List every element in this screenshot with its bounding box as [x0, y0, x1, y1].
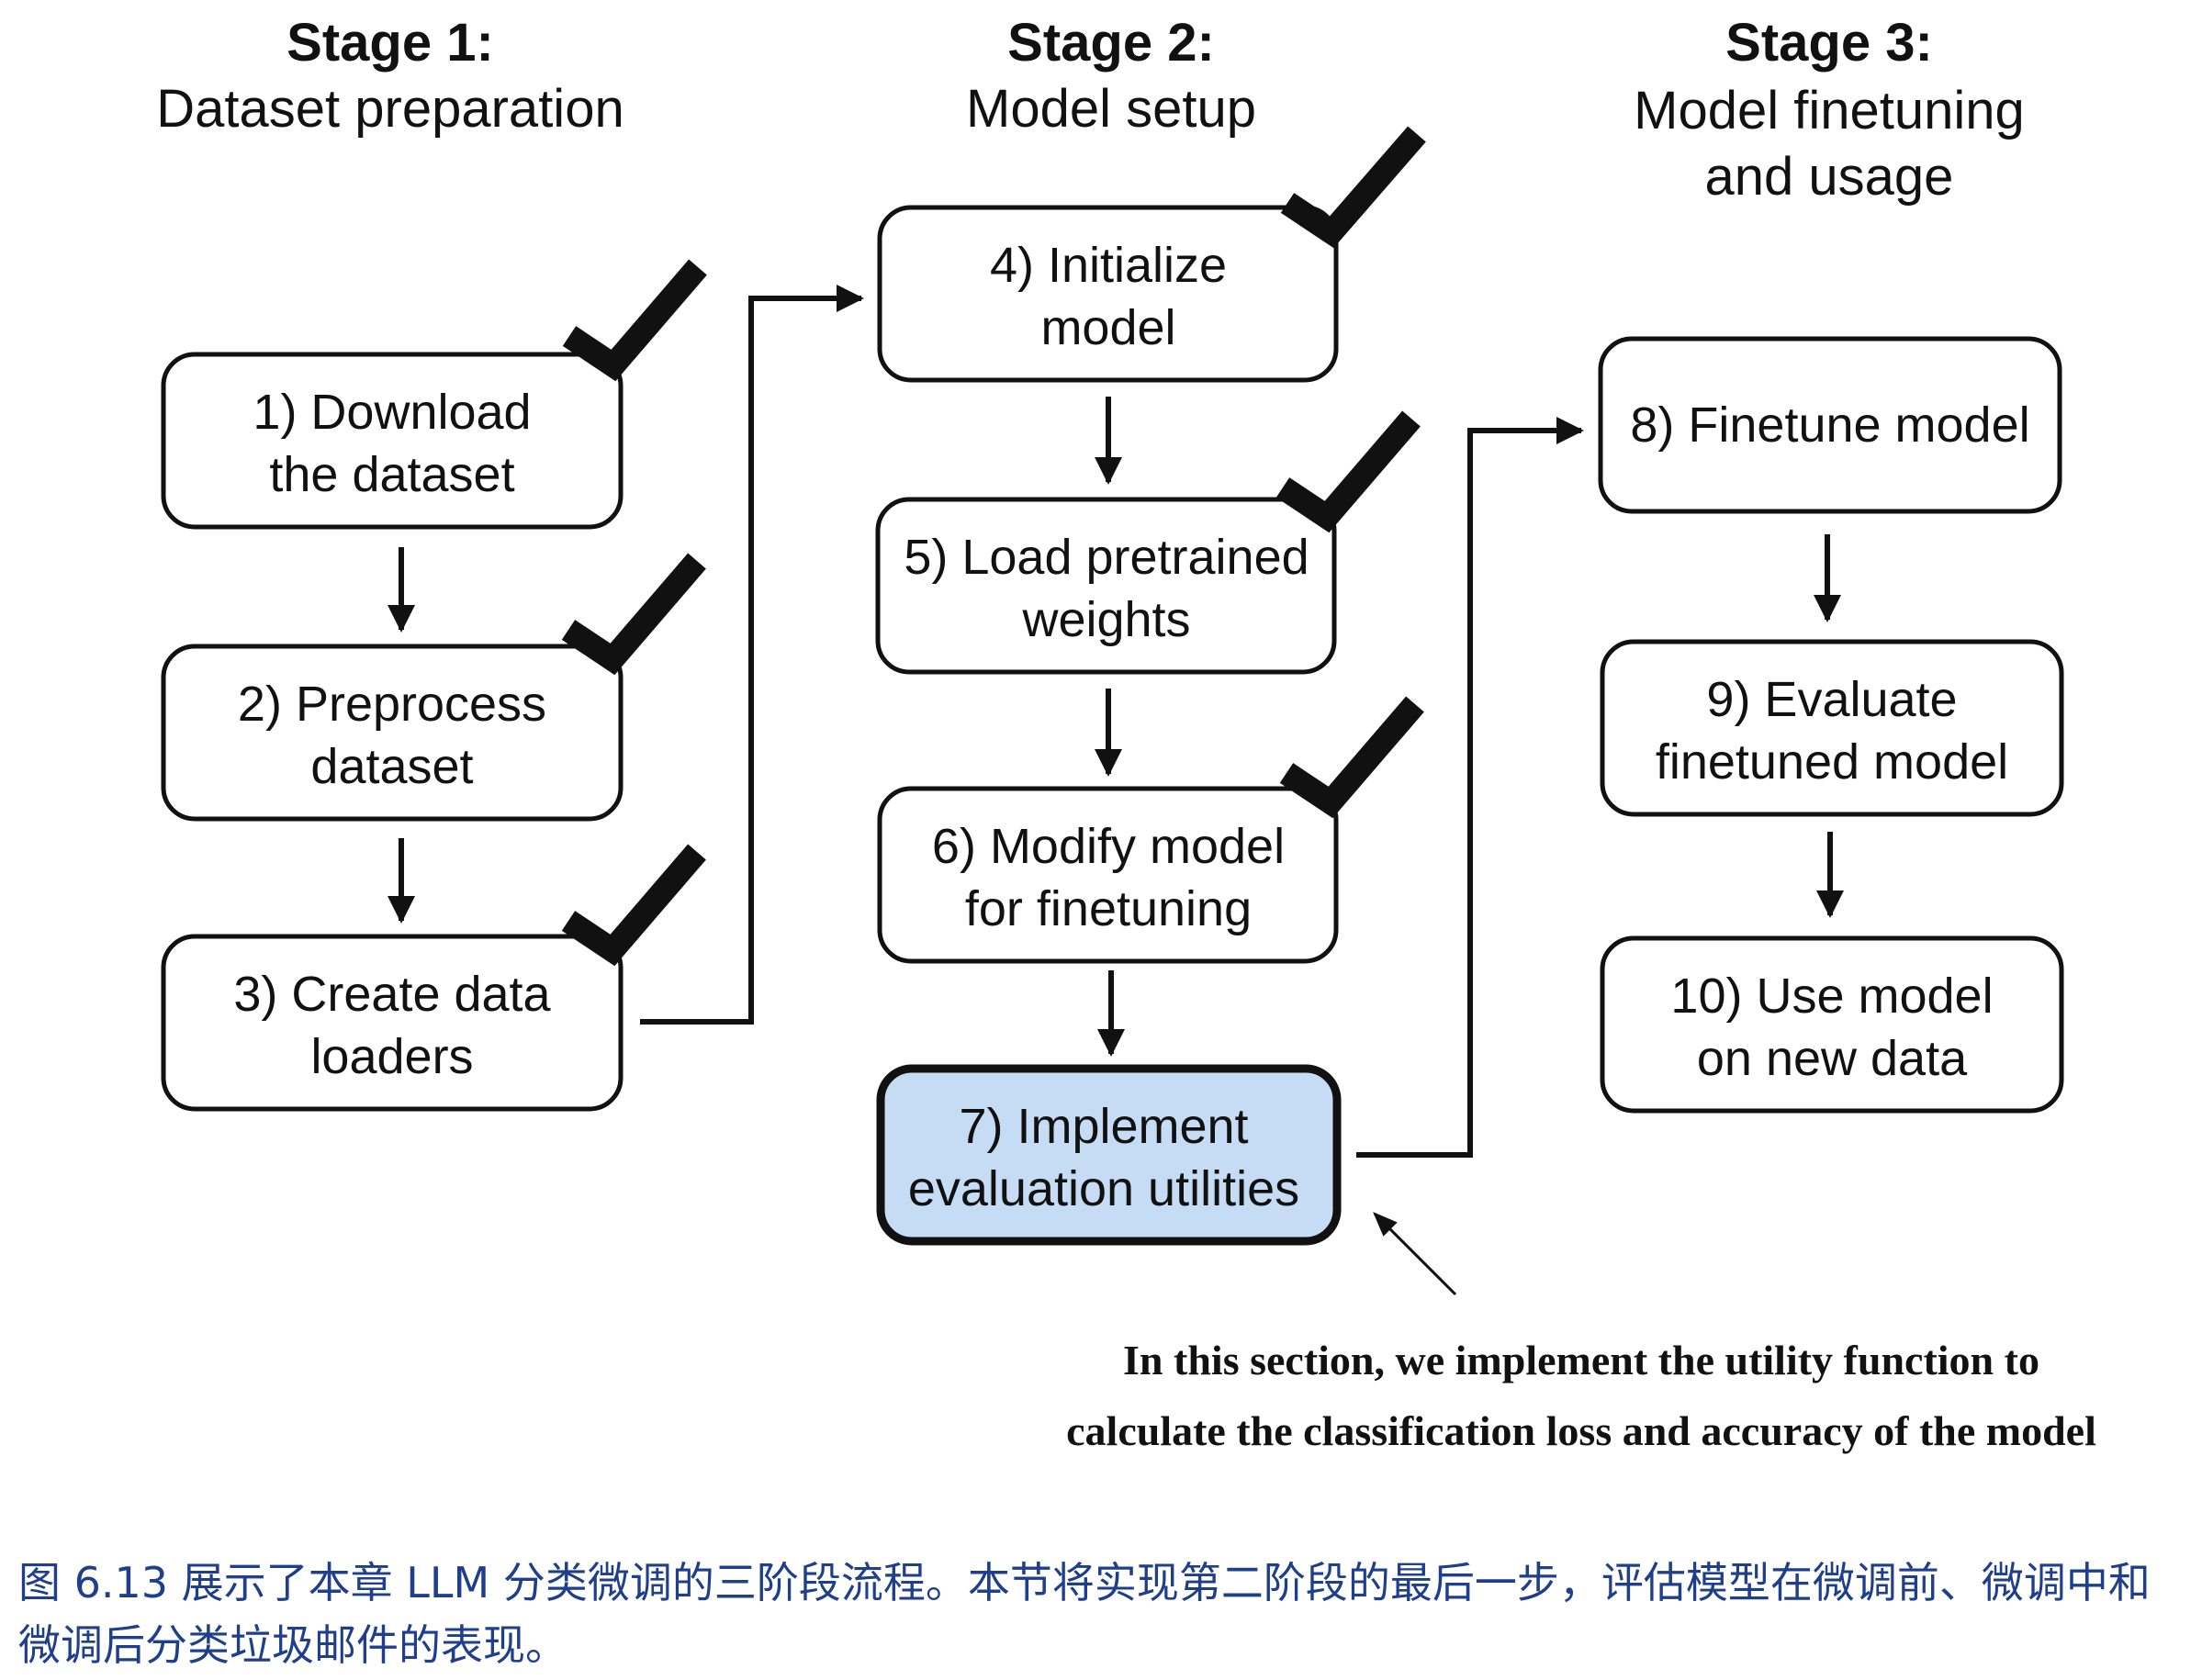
- step-6-node: 6) Modify model for finetuning: [877, 786, 1339, 964]
- stage-1-subtitle: Dataset preparation: [156, 79, 624, 139]
- stage-2-title: Stage 2:: [1007, 13, 1215, 73]
- figure-caption: 图 6.13 展示了本章 LLM 分类微调的三阶段流程。本节将实现第二阶段的最后…: [18, 1558, 2151, 1670]
- step-6-box: [877, 786, 1339, 964]
- step-10-box: [1600, 935, 2064, 1114]
- step-4-label-line-2: model: [1040, 300, 1175, 355]
- step-6-label-line-1: 6) Modify model: [932, 819, 1285, 874]
- step-5-label-line-2: weights: [1021, 592, 1190, 647]
- step-6-label-line-2: for finetuning: [965, 881, 1252, 936]
- step-7-box-highlighted: [876, 1064, 1342, 1246]
- step-1-node: 1) Download the dataset: [161, 352, 624, 530]
- step-4-box: [877, 205, 1339, 383]
- step-1-label-line-2: the dataset: [269, 447, 514, 502]
- step-2-box: [161, 644, 624, 822]
- step-5-checkmark-icon: [1275, 410, 1421, 533]
- stage-3-subtitle-line-1: Model finetuning: [1634, 81, 2025, 140]
- step-9-node: 9) Evaluate finetuned model: [1600, 639, 2064, 817]
- step-7-label-line-2: evaluation utilities: [908, 1161, 1299, 1216]
- stage-2-subtitle: Model setup: [966, 79, 1256, 139]
- step-5-node: 5) Load pretrained weights: [875, 497, 1337, 675]
- connector-stage-1-to-stage-2: [640, 285, 864, 1025]
- stage-1-header: Stage 1: Dataset preparation: [156, 13, 624, 139]
- step-2-label-line-2: dataset: [310, 739, 473, 794]
- step-4-label-line-1: 4) Initialize: [990, 238, 1227, 293]
- step-9-label-line-1: 9) Evaluate: [1706, 672, 1957, 727]
- annotation-pointer-arrow: [1373, 1212, 1457, 1296]
- step-8-node: 8) Finetune model: [1598, 336, 2062, 514]
- step-1-checkmark-icon: [562, 259, 707, 382]
- step-3-box: [161, 934, 624, 1112]
- step-3-node: 3) Create data loaders: [161, 934, 624, 1112]
- step-2-label-line-1: 2) Preprocess: [238, 677, 546, 732]
- step-7-node: 7) Implement evaluation utilities: [876, 1064, 1342, 1246]
- stage-3-subtitle-line-2: and usage: [1705, 147, 1954, 207]
- step-1-label-line-1: 1) Download: [253, 385, 531, 440]
- step-9-box: [1600, 639, 2064, 817]
- stage-2-header: Stage 2: Model setup: [966, 13, 1256, 139]
- step-10-label-line-1: 10) Use model: [1670, 969, 1993, 1024]
- step-1-box: [161, 352, 624, 530]
- step-2-node: 2) Preprocess dataset: [161, 644, 624, 822]
- step-4-node: 4) Initialize model: [877, 205, 1339, 383]
- step-10-node: 10) Use model on new data: [1600, 935, 2064, 1114]
- step-8-box: [1598, 336, 2062, 514]
- step-5-box: [875, 497, 1337, 675]
- step-8-label-line-1: 8) Finetune model: [1630, 398, 2029, 453]
- stage-1-title: Stage 1:: [286, 13, 494, 73]
- annotation-line-2: calculate the classification loss and ac…: [1066, 1407, 2096, 1454]
- step-7-label-line-1: 7) Implement: [959, 1099, 1248, 1154]
- step-4-checkmark-icon: [1280, 126, 1426, 249]
- stage-3-title: Stage 3:: [1725, 13, 1933, 73]
- annotation-line-1: In this section, we implement the utilit…: [1123, 1337, 2039, 1383]
- step-6-checkmark-icon: [1279, 696, 1424, 819]
- step-10-label-line-2: on new data: [1697, 1031, 1968, 1086]
- step-5-label-line-1: 5) Load pretrained: [904, 530, 1309, 585]
- step-3-label-line-1: 3) Create data: [233, 967, 551, 1022]
- step-9-label-line-2: finetuned model: [1656, 734, 2008, 790]
- connector-stage-2-to-stage-3: [1356, 417, 1584, 1158]
- step-3-label-line-2: loaders: [310, 1029, 473, 1084]
- stage-3-header: Stage 3: Model finetuning and usage: [1634, 13, 2025, 207]
- step-2-checkmark-icon: [561, 553, 706, 676]
- step-3-checkmark-icon: [561, 844, 706, 967]
